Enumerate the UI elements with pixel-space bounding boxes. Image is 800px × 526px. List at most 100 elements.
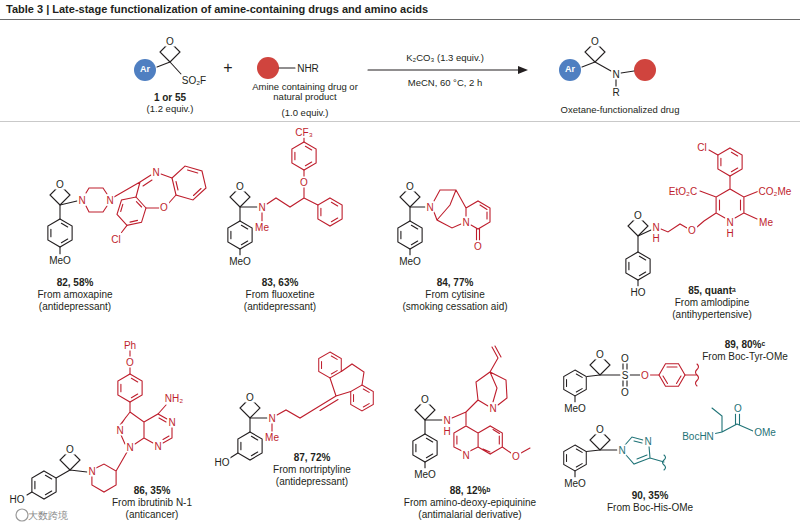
atom-label: N — [125, 442, 134, 453]
scheme-rule — [0, 121, 800, 122]
atom-label: R — [611, 87, 620, 98]
atom-label: N — [617, 445, 626, 456]
atom-label: Me — [264, 432, 280, 443]
atom-label: N — [115, 425, 124, 436]
compound-caption: 85, quantᵃ — [688, 285, 736, 296]
drug-parts — [86, 138, 759, 492]
atom-label: OMe — [753, 427, 777, 438]
scheme-text: Amine containing drug or natural product — [246, 82, 364, 103]
atom-label: O — [165, 36, 175, 47]
compound-caption: From amino-deoxy-epiquinine — [404, 497, 536, 508]
scheme-text: K₂CO₃ (1.3 equiv.) — [406, 53, 484, 63]
atom-label: N — [488, 403, 497, 414]
atom-label: O — [473, 241, 483, 252]
atom-label: NH₂ — [164, 393, 184, 404]
atom-label: MeO — [563, 478, 587, 489]
atom-label: N — [167, 417, 176, 428]
atom-label: Me — [254, 222, 270, 233]
atom-label: HO — [9, 494, 26, 505]
atom-label: O — [633, 210, 643, 221]
compound-caption: 90, 35% — [632, 490, 669, 501]
scheme-text: (1.0 equiv.) — [282, 108, 329, 118]
atom-label: O — [159, 202, 169, 213]
oxetane-aryl-parts — [27, 188, 651, 499]
compound-caption: 86, 35% — [134, 485, 171, 496]
atom-label: O — [733, 403, 743, 414]
reaction-scheme — [134, 45, 656, 87]
atom-label: N — [425, 202, 434, 213]
atom-label: MeO — [48, 255, 72, 266]
atom-label: O — [55, 179, 65, 190]
atom-label: Cl — [696, 142, 707, 153]
scheme-text: 1 or 55 — [154, 92, 186, 103]
atom-label: MeO — [228, 256, 252, 267]
atom-label: O — [620, 353, 630, 364]
scheme-text: + — [223, 59, 232, 77]
atom-label: HO — [630, 287, 647, 298]
atom-label: N — [611, 69, 620, 80]
atom-label: Me — [758, 217, 774, 228]
compound-caption: 83, 63% — [262, 277, 299, 288]
atom-label: O — [620, 387, 630, 398]
atom-label: H — [725, 228, 734, 239]
compound-caption: 87, 72% — [294, 452, 331, 463]
compound-caption: From fluoxetine — [246, 289, 315, 300]
atom-label: O — [235, 181, 245, 192]
ring-label: Ar — [140, 65, 150, 75]
atom-label: O — [65, 444, 75, 455]
atom-label: SO₂F — [181, 75, 207, 86]
table-title: Table 3 | Late-stage functionalization o… — [6, 3, 428, 16]
atom-label: N — [151, 167, 160, 178]
atom-label: O — [590, 36, 600, 47]
compound-caption: 88, 12%ᵇ — [450, 485, 491, 496]
compound-caption: (antidepressant) — [244, 301, 316, 312]
atom-label: CO₂Me — [758, 186, 793, 197]
watermark-icon — [16, 509, 28, 521]
atom-label: N — [257, 202, 266, 213]
atom-label: HO — [214, 457, 231, 468]
atom-label: S — [621, 370, 630, 381]
atom-label: Cl — [110, 234, 121, 245]
atom-label: N — [643, 436, 652, 447]
atom-label: O — [125, 357, 135, 368]
compound-caption: (antidepressant) — [39, 301, 111, 312]
compound-caption: From Boc-Tyr-OMe — [702, 351, 788, 362]
atom-label: O — [595, 349, 605, 360]
atom-label: MeO — [563, 403, 587, 414]
atom-label: O — [511, 451, 521, 462]
compound-caption: From Boc-His-OMe — [607, 502, 693, 513]
compound-caption: (antihypertensive) — [672, 309, 751, 320]
atom-label: H — [442, 426, 451, 437]
atom-label: N — [105, 195, 114, 206]
compound-caption: 84, 77% — [437, 277, 474, 288]
header-rule — [0, 19, 800, 20]
compound-caption: From nortriptyline — [273, 464, 351, 475]
atom-label: NHR — [296, 63, 320, 74]
atom-label: N — [77, 195, 86, 206]
atom-label: H — [651, 233, 660, 244]
scheme-text: (1.2 equiv.) — [147, 104, 194, 114]
scheme-text: Oxetane-functionalized drug — [561, 105, 680, 115]
compound-caption: 82, 58% — [57, 277, 94, 288]
atom-label: N — [461, 450, 470, 461]
atom-label: Ph — [123, 340, 137, 351]
compound-caption: 89, 80%ᶜ — [725, 339, 766, 350]
atom-label: O — [420, 394, 430, 405]
ring-label: Ar — [565, 65, 575, 75]
atom-label: O — [640, 370, 650, 381]
watermark: 大数跨境 — [28, 510, 68, 521]
amino-acid-parts — [625, 408, 753, 470]
atom-label: N — [153, 441, 162, 452]
compound-caption: (anticancer) — [126, 509, 179, 520]
atom-label: O — [687, 225, 697, 236]
compound-caption: (smoking cessation aid) — [402, 301, 507, 312]
compound-caption: From amoxapine — [37, 289, 112, 300]
atom-label: N — [267, 413, 276, 424]
atom-label: BocHN — [681, 431, 715, 442]
atom-label: N — [651, 222, 660, 233]
compound-caption: (antidepressant) — [276, 476, 348, 487]
scheme-text: MeCN, 60 °C, 2 h — [408, 78, 483, 88]
atom-label: MeO — [398, 256, 422, 267]
atom-label: N — [442, 415, 451, 426]
